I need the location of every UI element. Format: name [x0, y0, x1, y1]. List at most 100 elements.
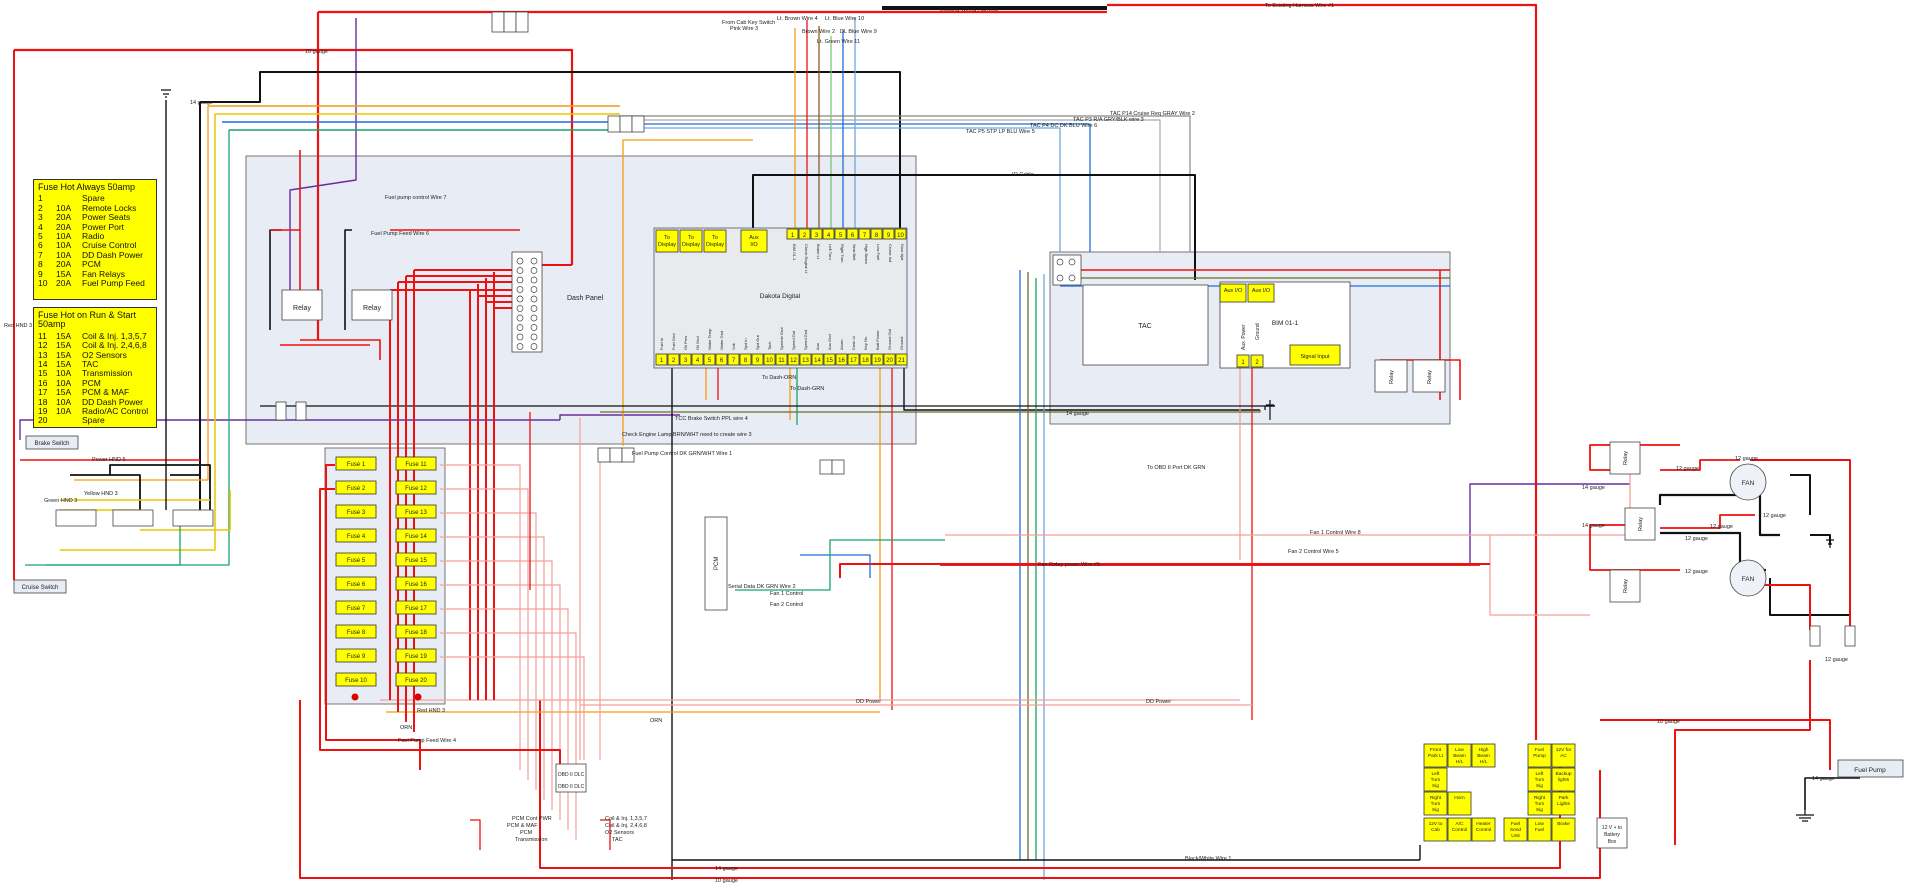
- fuse: [395, 528, 437, 543]
- wire-label-from-keyswitch: From Cab Key Switch: [722, 20, 775, 26]
- wire-label-g14-tac: 14 gauge: [1066, 411, 1089, 417]
- relay-cell-label: Cab: [1431, 827, 1440, 833]
- wire-splice: [503, 11, 517, 33]
- relay-cell-label: Turn: [1431, 801, 1441, 807]
- fuse-circuit: Radio: [82, 231, 105, 242]
- dakota-pin-number: 9: [887, 233, 891, 239]
- wire-label-fuel-pump-feed4: Fuel Pump Feed Wire 4: [398, 738, 456, 744]
- dakota-pin-label: Ground: [899, 337, 904, 350]
- wire-label-existing-harness: Existing Wiring Harness: [940, 7, 999, 13]
- bim-pin-label: Aux. Power: [1241, 324, 1247, 350]
- fuel-pump: Fuel Pump: [1837, 759, 1904, 778]
- aux-io-box: [1247, 283, 1275, 303]
- fuse: [335, 456, 377, 471]
- dakota-pin-label: Speedo Gnd: [779, 328, 784, 350]
- relay-label: Relay: [1427, 370, 1433, 384]
- relay-cell-label: Control: [1476, 827, 1491, 833]
- dakota-pin-number: 18: [862, 358, 869, 364]
- dakota-pin-number: 8: [875, 233, 879, 239]
- connector-pin: [530, 333, 538, 341]
- connector-pin: [516, 343, 524, 350]
- fuse-circuit: Power Seats: [82, 212, 131, 223]
- dakota-pin-number: 13: [802, 358, 809, 364]
- fuse-number: 20: [38, 415, 48, 426]
- dakota-pin-label: BIM 01-1: [792, 244, 797, 261]
- wire-label-fan1-control: Fan 1 Control: [770, 591, 803, 597]
- wire-splice: [621, 447, 635, 463]
- dakota-pin: [811, 353, 824, 366]
- dakota-pin-label: Fuel Gnd: [671, 334, 676, 350]
- fuse-label: Fuse 7: [347, 606, 366, 612]
- relay-cell-label: A/C: [1456, 821, 1465, 827]
- obd-connector: OBD II DLC OBD II DLC: [555, 763, 587, 793]
- dakota-pin-label: Cruise Ind: [888, 244, 893, 262]
- dakota-pin-label: Brake Lt: [816, 244, 821, 260]
- fuse-number: 7: [38, 249, 43, 260]
- dakota-output-box: [703, 229, 727, 253]
- dakota-pin-number: 3: [815, 233, 819, 239]
- relay-cell-label: Fuel: [1535, 747, 1544, 753]
- wire-label-red-hnd3-left: Red HND 3: [4, 323, 32, 329]
- signal-input-label: Signal Input: [1300, 354, 1330, 360]
- wire-label-green-hnd3: Green HND 3: [44, 498, 77, 504]
- relay-cell: [1471, 817, 1496, 842]
- fuse-number: 17: [38, 387, 48, 398]
- fuse-label: Fuse 3: [347, 510, 366, 516]
- fuse-panel-title: Fuse Hot Always 50amp: [38, 182, 136, 192]
- dakota-pin-label: Door Ajar: [900, 244, 905, 261]
- relay-cell: [1447, 791, 1472, 816]
- dakota-pin: [799, 353, 812, 366]
- wire-label-trans: Transmission: [515, 837, 548, 843]
- battery-box: 12 V + to Battery Box: [1596, 817, 1628, 849]
- aux-io-label: Aux I/O: [1224, 288, 1243, 294]
- fuse-circuit: Spare: [82, 193, 105, 204]
- fuse-number: 6: [38, 240, 43, 251]
- relay-cell: [1503, 817, 1528, 842]
- fuse: [335, 480, 377, 495]
- wire-label-io-cable: IO Cable: [1012, 172, 1034, 178]
- fuse-label: Fuse 13: [405, 510, 427, 516]
- relay-cell-label: Turn: [1431, 777, 1441, 783]
- dakota-pin-number: 1: [660, 358, 664, 364]
- dakota-pin-label: Oil Gnd: [695, 336, 700, 350]
- wire-label-serial-data: Serial Data DK GRN Wire 2: [728, 584, 796, 590]
- fuse: [335, 552, 377, 567]
- dakota-pin: [655, 353, 668, 366]
- fuse: [395, 600, 437, 615]
- dakota-label: Dakota Digital: [760, 293, 801, 300]
- fuse-number: 8: [38, 259, 43, 270]
- pcm-label: PCM: [714, 557, 720, 570]
- fuse-block-indicator: [414, 693, 422, 701]
- wire-label-g14-bottom: 14 gauge: [715, 866, 738, 872]
- ground-symbol: [161, 89, 171, 98]
- dakota-pin-label: Spd Out: [755, 334, 760, 350]
- relay-cell-label: Sig: [1432, 783, 1439, 789]
- relay-cell-label: Left: [1431, 771, 1440, 777]
- relay-cell-label: Pump: [1533, 753, 1546, 759]
- obd-label: OBD II DLC: [558, 772, 585, 778]
- wire-label-lt-blue10: Lt. Blue Wire 10: [825, 16, 864, 22]
- fuse-label: Fuse 5: [347, 558, 366, 564]
- relay-cell: [1551, 817, 1576, 842]
- dakota-pin-number: 4: [696, 358, 700, 364]
- relay-cell-label: Park: [1559, 795, 1569, 801]
- relay-cell-label: Brake: [1557, 821, 1570, 827]
- fuel-pump-label: Fuel Pump: [1854, 767, 1886, 774]
- wire-label-fuel-pump-feed6: Fuel Pump Feed Wire 6: [371, 231, 429, 237]
- relay-cell-label: Lights: [1557, 801, 1570, 807]
- wire-label-orn: ORN: [400, 725, 412, 731]
- wire-label-fan-relay-power: Fan Relay power Wire #5: [1038, 562, 1100, 568]
- fan-relay-3: Relay: [1609, 569, 1641, 603]
- relay-cell: [1423, 767, 1448, 792]
- fan-label: FAN: [1742, 576, 1755, 583]
- relay-cell-label: Backup: [1556, 771, 1572, 777]
- dakota-pin-label: Seat Belt: [852, 244, 857, 261]
- dakota-pin-label: Key On: [863, 337, 868, 350]
- relay-label: Relay: [1638, 517, 1644, 531]
- fuse: [335, 528, 377, 543]
